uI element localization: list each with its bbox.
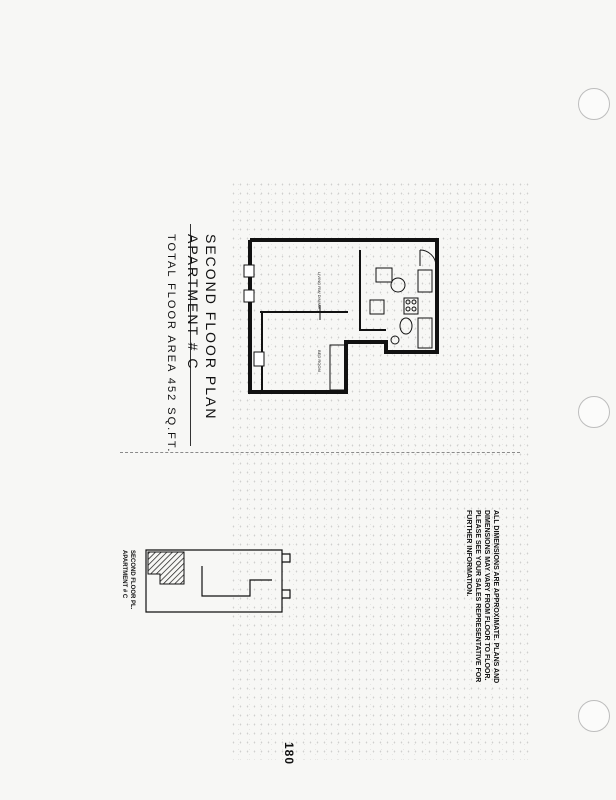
punch-hole-middle	[578, 396, 610, 428]
punch-hole-top	[578, 88, 610, 120]
room-label-bedroom: BED ROOM	[317, 350, 322, 372]
scan-speckle	[230, 180, 530, 760]
divider-dashed-line	[120, 452, 520, 453]
key-plan-label: SECOND FLOOR PL. APARTMENT # C	[120, 550, 136, 609]
punch-hole-bottom	[578, 700, 610, 732]
key-plan-title: SECOND FLOOR PL.	[129, 550, 135, 610]
title-rule	[190, 224, 191, 446]
key-plan-apartment: APARTMENT # C	[121, 550, 127, 599]
room-label-living: LIVING RM/ DINING	[317, 272, 322, 309]
page-number: 180	[282, 742, 296, 766]
